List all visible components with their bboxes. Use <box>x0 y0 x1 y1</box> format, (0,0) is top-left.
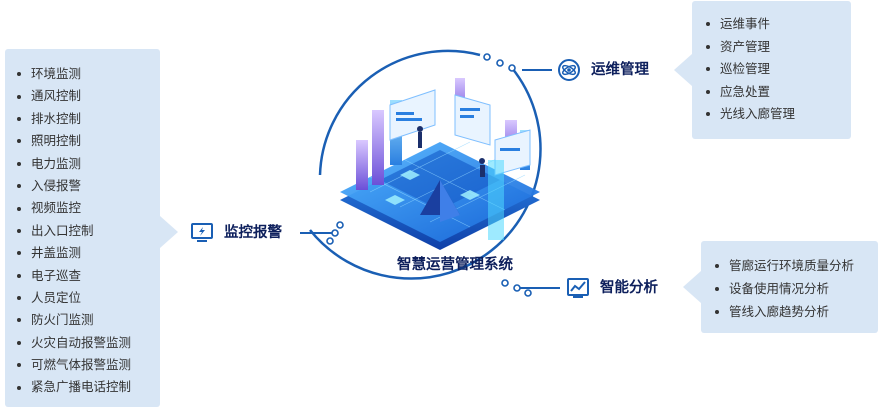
ring-dot <box>483 53 491 61</box>
list-item: 电子巡查 <box>15 265 150 287</box>
monitoring-label: 监控报警 <box>224 225 282 241</box>
list-item: 出入口控制 <box>15 220 150 242</box>
list-item: 管廊运行环境质量分析 <box>713 254 868 277</box>
list-item: 环境监测 <box>15 63 150 85</box>
list-item: 火灾自动报警监测 <box>15 332 150 354</box>
operations-items-panel: 运维事件 资产管理 巡检管理 应急处置 光线入廊管理 <box>692 1 851 139</box>
monitoring-arrow <box>160 216 178 248</box>
monitoring-items-panel: 环境监测 通风控制 排水控制 照明控制 电力监测 入侵报警 视频监控 出入口控制… <box>5 49 160 407</box>
list-item: 管线入廊趋势分析 <box>713 300 868 323</box>
ring-dot <box>326 237 334 245</box>
atom-icon <box>557 58 581 82</box>
analysis-label: 智能分析 <box>600 280 658 296</box>
list-item: 井盖监测 <box>15 242 150 264</box>
ring-dot <box>508 64 516 72</box>
ring-dot <box>331 229 339 237</box>
ring-dot <box>496 59 504 67</box>
list-item: 紧急广播电话控制 <box>15 376 150 398</box>
list-item: 电力监测 <box>15 153 150 175</box>
list-item: 应急处置 <box>704 81 841 104</box>
platform-illustration <box>340 78 540 250</box>
list-item: 资产管理 <box>704 36 841 59</box>
list-item: 视频监控 <box>15 197 150 219</box>
list-item: 照明控制 <box>15 130 150 152</box>
list-item: 巡检管理 <box>704 58 841 81</box>
system-title: 智慧运营管理系统 <box>397 257 513 273</box>
analysis-items-panel: 管廊运行环境质量分析 设备使用情况分析 管线入廊趋势分析 <box>701 241 878 333</box>
ring-dot <box>501 279 509 287</box>
monitor-alert-icon <box>190 221 214 245</box>
line-chart-icon <box>566 276 590 300</box>
system-ring-top <box>318 49 481 176</box>
operations-items-list: 运维事件 资产管理 巡检管理 应急处置 光线入廊管理 <box>704 13 841 126</box>
list-item: 设备使用情况分析 <box>713 277 868 300</box>
list-item: 可燃气体报警监测 <box>15 354 150 376</box>
analysis-items-list: 管廊运行环境质量分析 设备使用情况分析 管线入廊趋势分析 <box>713 254 868 323</box>
list-item: 入侵报警 <box>15 175 150 197</box>
operations-arrow <box>674 54 692 86</box>
list-item: 光线入廊管理 <box>704 103 841 126</box>
list-item: 通风控制 <box>15 85 150 107</box>
ring-dot <box>336 221 344 229</box>
ring-dot <box>524 289 532 297</box>
list-item: 排水控制 <box>15 108 150 130</box>
monitoring-items-list: 环境监测 通风控制 排水控制 照明控制 电力监测 入侵报警 视频监控 出入口控制… <box>15 63 150 399</box>
list-item: 防火门监测 <box>15 309 150 331</box>
ring-dot <box>513 284 521 292</box>
system-ring <box>309 67 542 280</box>
list-item: 运维事件 <box>704 13 841 36</box>
operations-label: 运维管理 <box>591 62 649 78</box>
list-item: 人员定位 <box>15 287 150 309</box>
analysis-arrow <box>683 271 701 303</box>
